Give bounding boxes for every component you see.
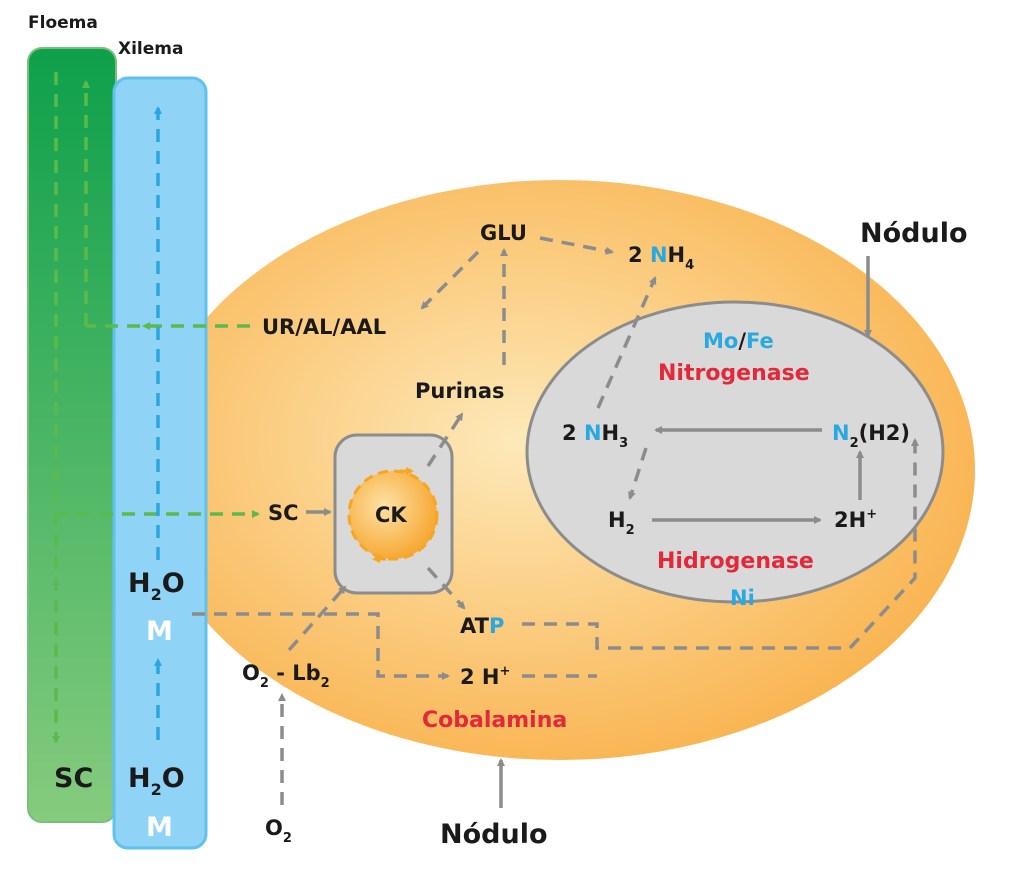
label-nodulo-bottom: Nódulo — [440, 819, 548, 850]
label-purinas: Purinas — [415, 379, 505, 403]
line-atp-out — [522, 438, 919, 650]
label-2nh4: 2 NH4 — [628, 243, 694, 273]
label-o2-bottom: O2 — [265, 816, 292, 846]
label-h2: H2 — [608, 508, 635, 538]
label-o2-lb2: O2 - Lb2 — [242, 661, 330, 691]
xylem-column — [112, 76, 208, 850]
label-hidrogenase: Hidrogenase — [657, 549, 814, 574]
phloem-column — [27, 47, 117, 823]
arrow-glu-to-nh4 — [539, 236, 614, 255]
label-n2-h2: N2(H2) — [832, 421, 910, 451]
arrow-nh3-to-h2 — [628, 447, 648, 500]
label-2nh3: 2 NH3 — [562, 421, 628, 451]
label-sc-bottom: SC — [54, 763, 93, 794]
label-mo-fe: Mo/Fe — [703, 329, 774, 353]
label-2hplus-right: 2H+ — [834, 507, 877, 532]
label-atp: ATP — [460, 614, 504, 638]
label-glu: GLU — [480, 221, 527, 245]
label-h2o-upper: H2O — [128, 568, 185, 604]
arrow-ck-to-atp — [426, 566, 466, 610]
arrow-ck-to-purinas — [426, 412, 464, 467]
label-m-upper: M — [146, 616, 173, 647]
label-ur-al-aal: UR/AL/AAL — [262, 315, 386, 339]
ck-circle — [349, 471, 437, 559]
arrow-h2o-to-2hplus — [192, 612, 450, 680]
label-h2o-lower: H2O — [128, 763, 185, 799]
label-xilema: Xilema — [118, 39, 183, 59]
ck-cycle-arrow — [347, 469, 439, 561]
label-nodulo-top: Nódulo — [860, 218, 968, 249]
label-nitrogenase: Nitrogenase — [658, 361, 810, 386]
label-m-lower: M — [146, 812, 173, 843]
label-sc-mid: SC — [268, 501, 299, 525]
label-ni: Ni — [730, 586, 755, 610]
label-2hplus: 2 H+ — [460, 664, 510, 689]
label-floema: Floema — [28, 13, 98, 33]
label-cobalamina: Cobalamina — [422, 708, 567, 733]
arrow-o2lb2-to-ck — [287, 585, 347, 652]
bacteroid — [525, 300, 945, 604]
label-ck: CK — [375, 503, 407, 527]
arrow-nh3-to-nh4 — [596, 276, 657, 409]
